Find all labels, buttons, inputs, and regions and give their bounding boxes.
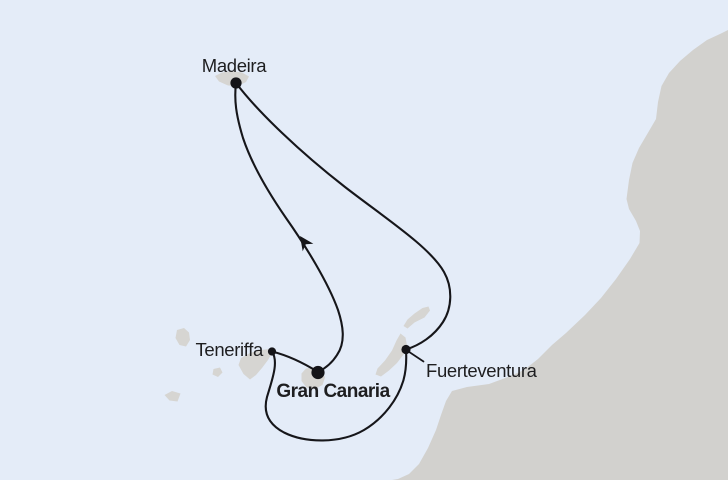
mainland-coast xyxy=(392,30,728,480)
route-southern-loop-fuerteventura-to-teneriffa xyxy=(264,348,408,442)
island-lanzarote xyxy=(403,306,430,329)
port-label-madeira: Madeira xyxy=(202,55,267,76)
port-dot-teneriffa xyxy=(267,347,277,356)
route-direction-arrow-icon xyxy=(300,236,314,252)
route-madeira-to-fuerteventura xyxy=(234,81,452,351)
island-el-hierro xyxy=(164,391,181,402)
route-gran-canaria-to-madeira xyxy=(234,81,344,374)
island-la-palma xyxy=(175,328,190,347)
port-label-gran-canaria: Gran Canaria xyxy=(276,381,390,402)
port-dot-madeira xyxy=(230,77,242,89)
port-label-teneriffa: Teneriffa xyxy=(196,339,265,360)
port-dot-fuerteventura xyxy=(401,344,411,355)
island-la-gomera xyxy=(212,367,223,377)
fuerteventura-label-leader-line xyxy=(407,350,425,363)
port-label-fuerteventura: Fuerteventura xyxy=(426,360,538,381)
island-tenerife xyxy=(238,349,272,380)
island-fuerteventura xyxy=(375,333,407,377)
port-dot-gran-canaria xyxy=(311,365,325,380)
